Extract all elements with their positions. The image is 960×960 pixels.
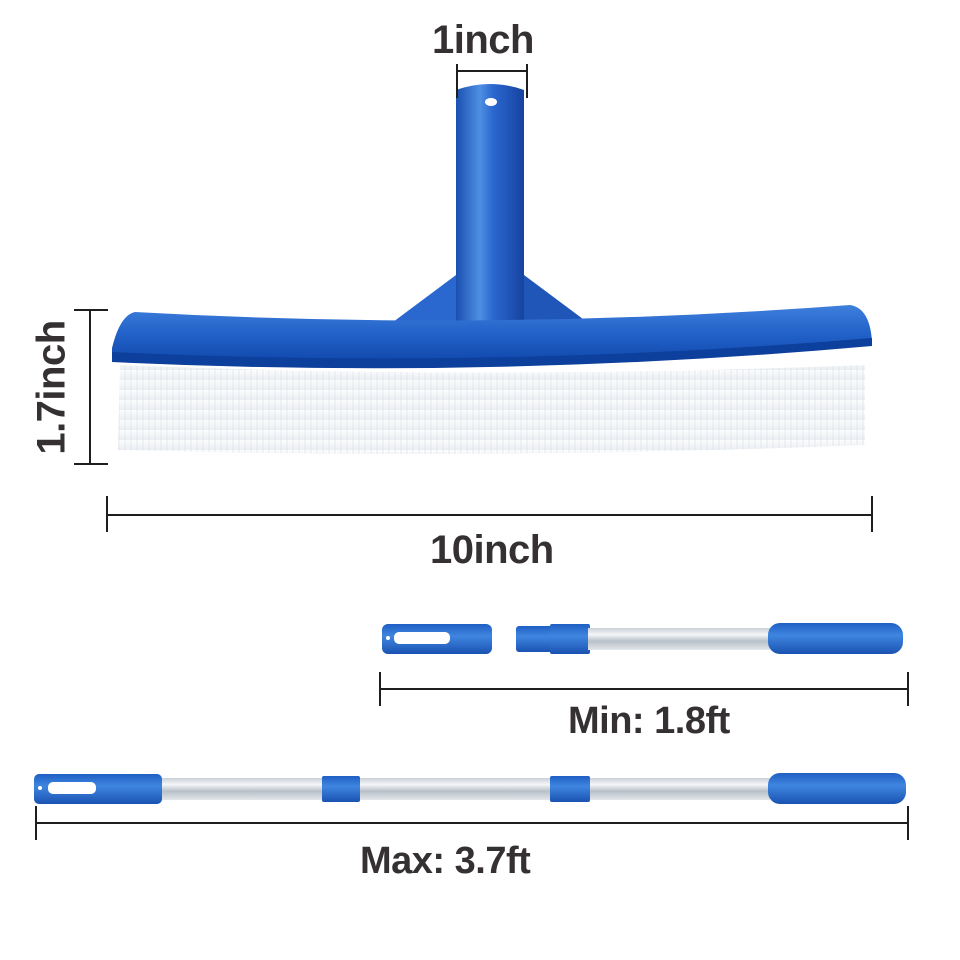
telescopic-pole-extended-icon: [34, 773, 906, 804]
brush-height-dimension-line: [89, 310, 91, 464]
brush-width-tick-right: [871, 496, 873, 532]
brush-width-dimension-line: [107, 514, 873, 516]
pool-brush-icon: [112, 84, 872, 454]
pole-max-label: Max: 3.7ft: [360, 840, 531, 882]
pole-max-tick-left: [35, 806, 37, 840]
brush-head-illustration: [100, 80, 880, 480]
brush-width-label: 10inch: [430, 528, 554, 572]
pole-min-label: Min: 1.8ft: [568, 700, 730, 742]
brush-width-tick-left: [106, 496, 108, 532]
neck-width-dimension-line: [457, 70, 528, 72]
pole-max-dimension-line: [36, 822, 908, 824]
brush-height-tick-top: [74, 309, 108, 311]
brush-height-label: 1.7inch: [29, 320, 74, 455]
pole-max-tick-right: [907, 806, 909, 840]
neck-width-label: 1inch: [432, 18, 534, 62]
pole-min-tick-right: [907, 672, 909, 706]
pole-min-tick-left: [379, 672, 381, 706]
pole-collapsed-illustration: [378, 620, 908, 658]
pole-min-dimension-line: [380, 688, 908, 690]
pole-extended-illustration: [30, 770, 910, 808]
neck-width-tick-right: [526, 64, 528, 98]
neck-width-tick-left: [456, 64, 458, 98]
telescopic-pole-collapsed-icon: [382, 623, 903, 654]
brush-height-tick-bottom: [74, 463, 108, 465]
